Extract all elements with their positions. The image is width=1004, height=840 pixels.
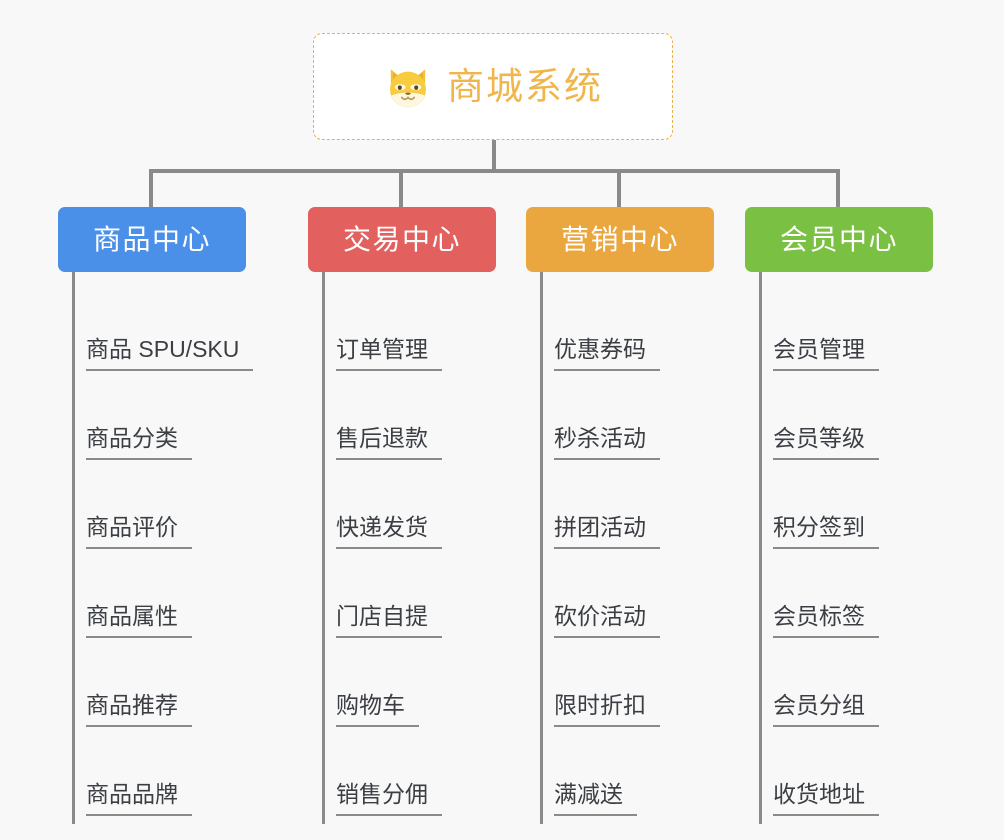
leaf-item[interactable]: 会员等级 (759, 379, 933, 468)
leaf-label: 砍价活动 (554, 603, 660, 638)
leaf-list-product: 商品 SPU/SKU 商品分类 商品评价 商品属性 商品推荐 商品品牌 (72, 272, 254, 824)
leaf-list-transaction: 订单管理 售后退款 快递发货 门店自提 购物车 销售分佣 (322, 272, 496, 824)
category-column-transaction: 交易中心 订单管理 售后退款 快递发货 门店自提 购物车 销售分佣 (308, 207, 496, 824)
leaf-label: 商品评价 (86, 514, 192, 549)
leaf-label: 商品 SPU/SKU (86, 336, 254, 371)
leaf-label: 售后退款 (336, 425, 442, 460)
leaf-item[interactable]: 拼团活动 (540, 468, 714, 557)
connector-drop-1 (149, 169, 153, 209)
leaf-item[interactable]: 满减送 (540, 735, 714, 824)
leaf-spine (72, 272, 75, 824)
leaf-item[interactable]: 购物车 (322, 646, 496, 735)
leaf-label: 满减送 (554, 781, 637, 816)
leaf-item[interactable]: 售后退款 (322, 379, 496, 468)
category-column-product: 商品中心 商品 SPU/SKU 商品分类 商品评价 商品属性 商品推荐 商品品牌 (58, 207, 254, 824)
leaf-label: 优惠券码 (554, 336, 660, 371)
leaf-label: 会员分组 (773, 692, 879, 727)
leaf-item[interactable]: 会员管理 (759, 290, 933, 379)
leaf-item[interactable]: 会员标签 (759, 557, 933, 646)
leaf-label: 商品属性 (86, 603, 192, 638)
leaf-item[interactable]: 商品分类 (72, 379, 246, 468)
leaf-label: 限时折扣 (554, 692, 660, 727)
leaf-item[interactable]: 限时折扣 (540, 646, 714, 735)
leaf-item[interactable]: 门店自提 (322, 557, 496, 646)
category-header-marketing[interactable]: 营销中心 (526, 207, 714, 272)
shiba-dog-face-icon (390, 68, 426, 108)
category-column-marketing: 营销中心 优惠券码 秒杀活动 拼团活动 砍价活动 限时折扣 满减送 (526, 207, 714, 824)
leaf-label: 秒杀活动 (554, 425, 660, 460)
leaf-label: 会员管理 (773, 336, 879, 371)
root-title: 商城系统 (447, 66, 603, 107)
category-column-member: 会员中心 会员管理 会员等级 积分签到 会员标签 会员分组 收货地址 (745, 207, 933, 824)
leaf-item[interactable]: 快递发货 (322, 468, 496, 557)
leaf-label: 门店自提 (336, 603, 442, 638)
leaf-label: 商品分类 (86, 425, 192, 460)
leaf-item[interactable]: 订单管理 (322, 290, 496, 379)
leaf-item[interactable]: 优惠券码 (540, 290, 714, 379)
leaf-item[interactable]: 商品推荐 (72, 646, 246, 735)
leaf-label: 销售分佣 (336, 781, 442, 816)
leaf-label: 商品推荐 (86, 692, 192, 727)
connector-drop-4 (836, 169, 840, 209)
leaf-item[interactable]: 商品品牌 (72, 735, 246, 824)
leaf-list-marketing: 优惠券码 秒杀活动 拼团活动 砍价活动 限时折扣 满减送 (540, 272, 714, 824)
category-header-member[interactable]: 会员中心 (745, 207, 933, 272)
connector-drop-2 (399, 169, 403, 209)
leaf-label: 积分签到 (773, 514, 879, 549)
connector-horizontal-bus (149, 169, 840, 173)
leaf-item[interactable]: 销售分佣 (322, 735, 496, 824)
category-header-transaction[interactable]: 交易中心 (308, 207, 496, 272)
leaf-item[interactable]: 砍价活动 (540, 557, 714, 646)
leaf-label: 订单管理 (336, 336, 442, 371)
leaf-item[interactable]: 秒杀活动 (540, 379, 714, 468)
leaf-item[interactable]: 商品评价 (72, 468, 246, 557)
leaf-spine (759, 272, 762, 824)
leaf-spine (540, 272, 543, 824)
leaf-item[interactable]: 商品属性 (72, 557, 246, 646)
leaf-item[interactable]: 积分签到 (759, 468, 933, 557)
leaf-label: 商品品牌 (86, 781, 192, 816)
connector-root-stem (492, 140, 496, 172)
leaf-item[interactable]: 商品 SPU/SKU (72, 290, 254, 379)
leaf-item[interactable]: 收货地址 (759, 735, 933, 824)
category-header-product[interactable]: 商品中心 (58, 207, 246, 272)
leaf-label: 购物车 (336, 692, 419, 727)
leaf-label: 拼团活动 (554, 514, 660, 549)
leaf-label: 快递发货 (336, 514, 442, 549)
leaf-list-member: 会员管理 会员等级 积分签到 会员标签 会员分组 收货地址 (759, 272, 933, 824)
leaf-label: 会员等级 (773, 425, 879, 460)
leaf-label: 会员标签 (773, 603, 879, 638)
leaf-item[interactable]: 会员分组 (759, 646, 933, 735)
leaf-label: 收货地址 (773, 781, 879, 816)
connector-drop-3 (617, 169, 621, 209)
root-node-mall-system[interactable]: 商城系统 (313, 33, 673, 140)
leaf-spine (322, 272, 325, 824)
